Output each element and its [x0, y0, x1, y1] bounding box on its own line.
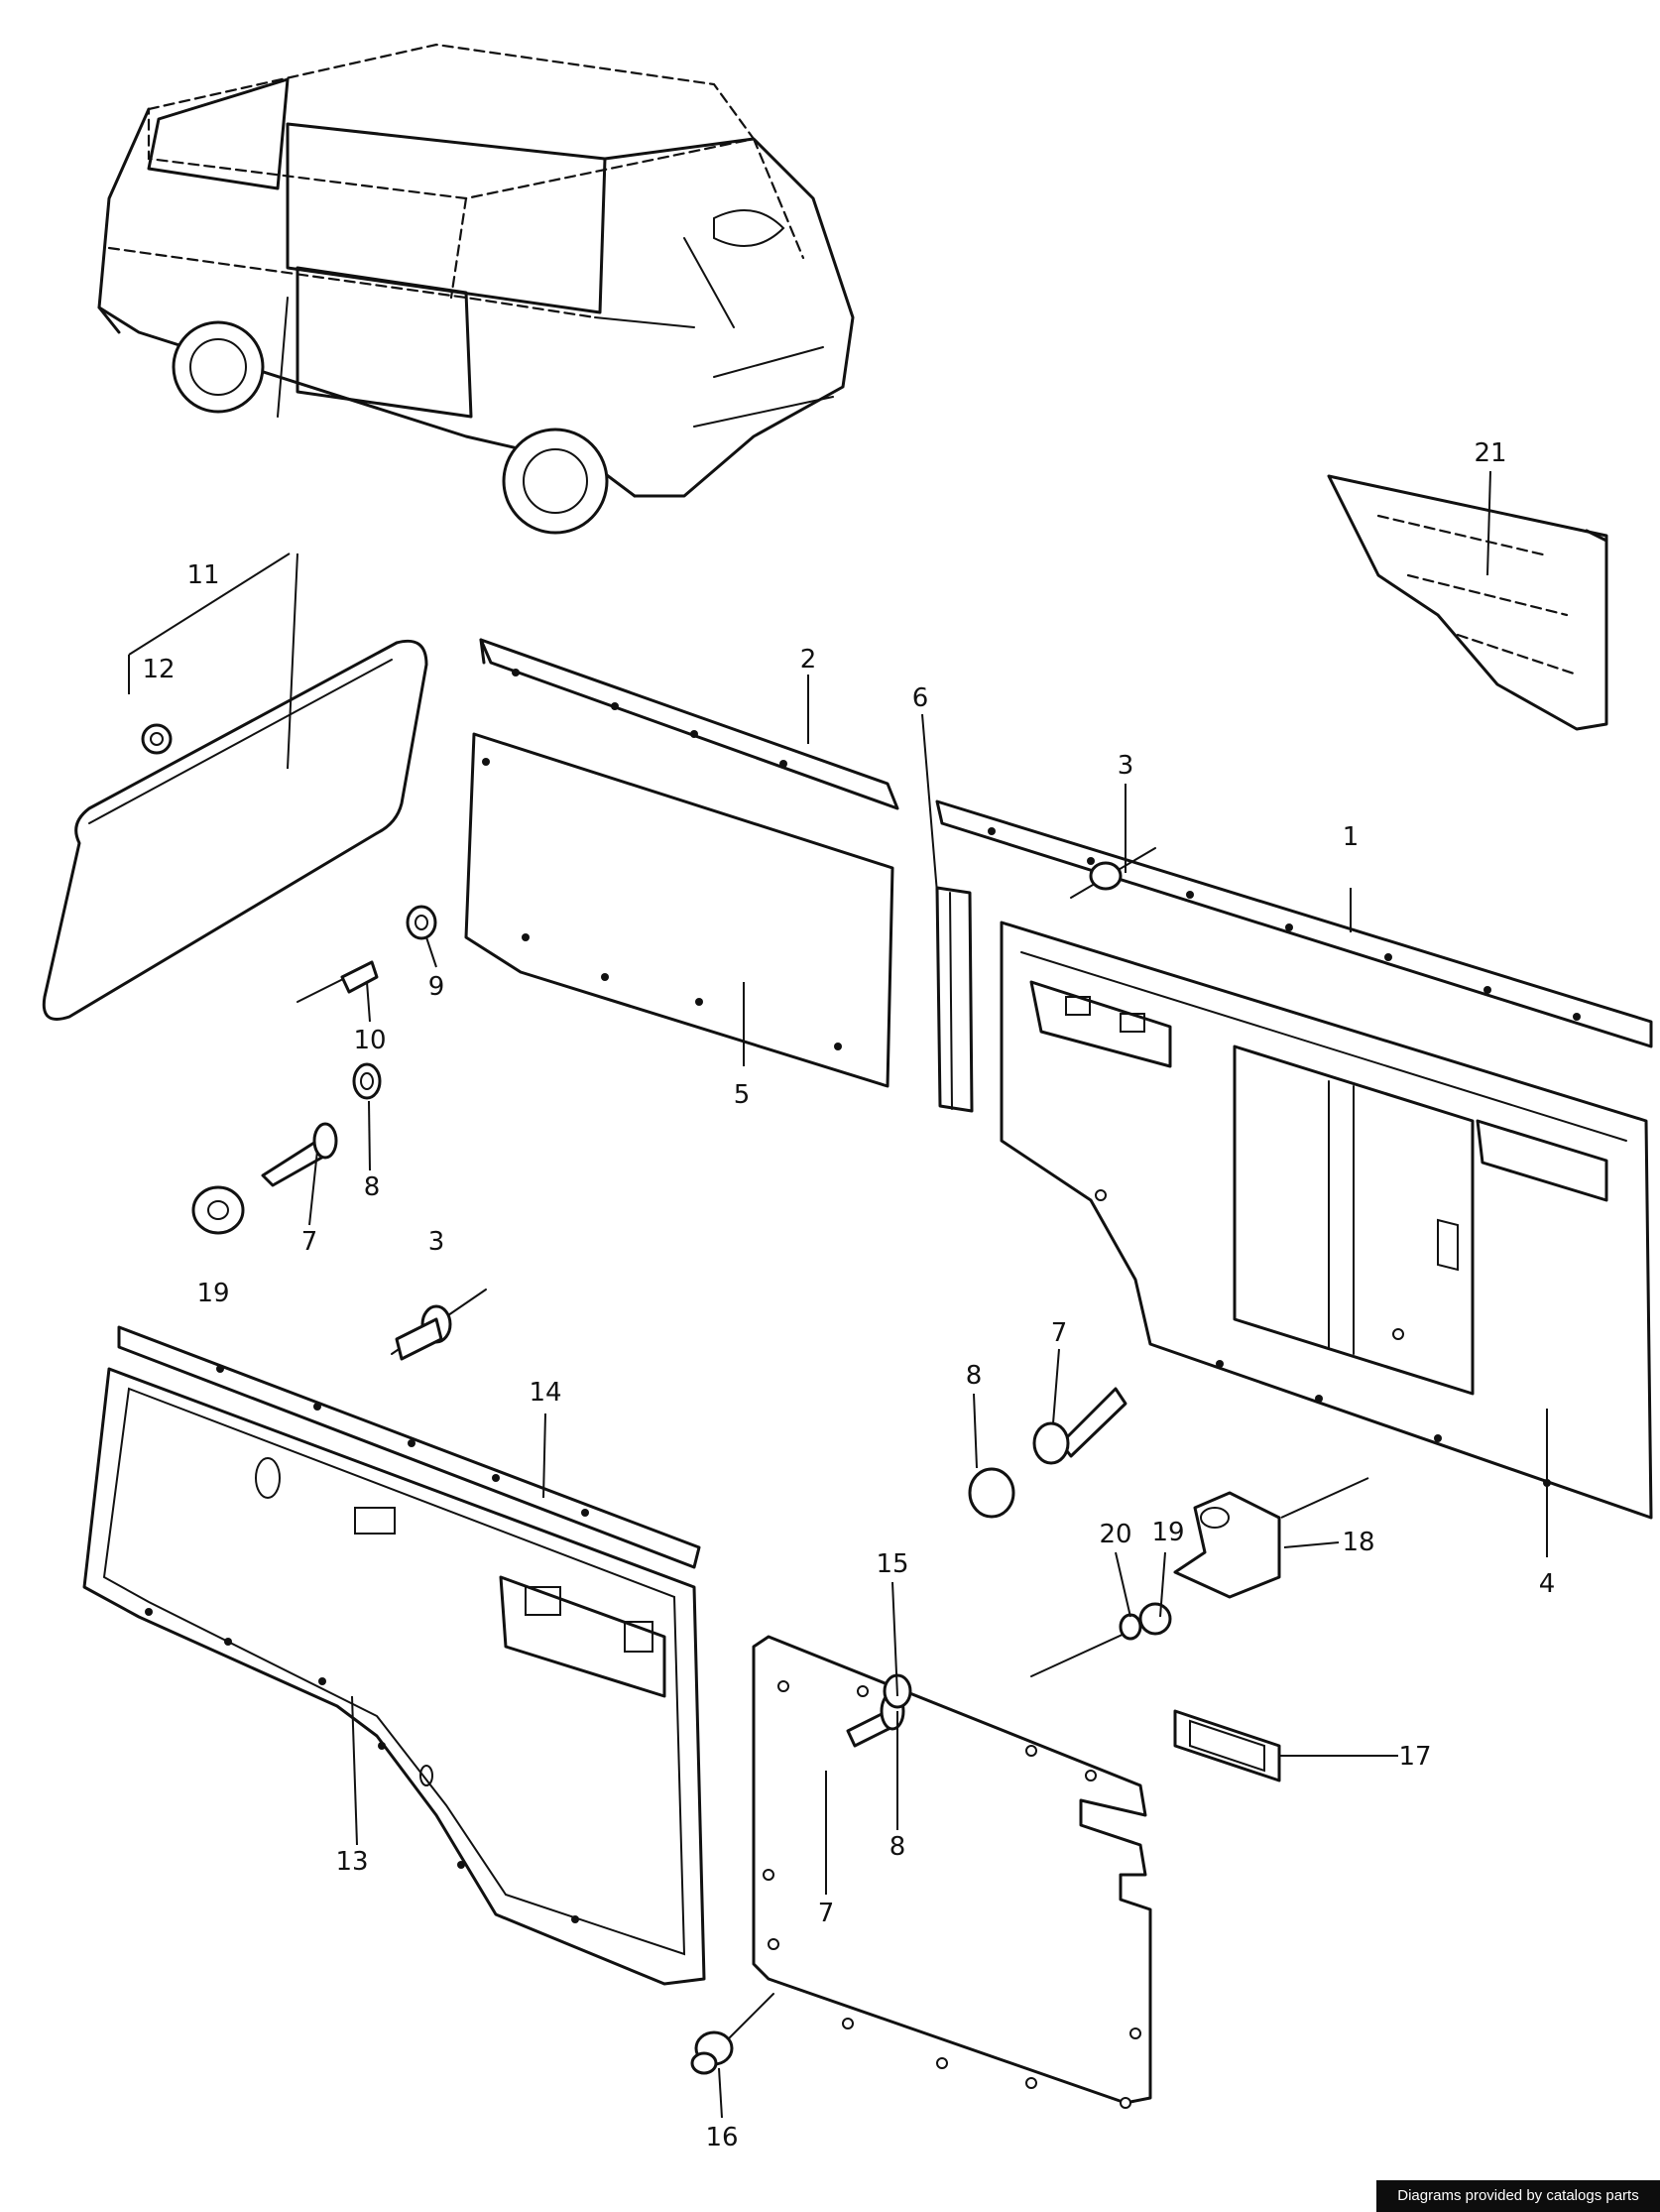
part-2-trim-strip — [479, 638, 899, 810]
callout-10: 10 — [353, 1026, 386, 1055]
part-3-push-rivet-lower — [391, 1289, 487, 1361]
callout-4: 4 — [1539, 1569, 1556, 1599]
callout-18: 18 — [1342, 1528, 1374, 1557]
part-11-window-glass — [42, 639, 428, 1021]
callout-7-right: 7 — [1051, 1318, 1068, 1348]
callout-7-left: 7 — [301, 1227, 318, 1257]
van-illustration — [97, 43, 855, 535]
diagram-credit-footer: Diagrams provided by catalogs parts — [1376, 2180, 1660, 2212]
part-9-10-fastener — [296, 905, 437, 1003]
part-7-8-19-screw-set-left — [191, 1062, 382, 1235]
callout-9: 9 — [428, 972, 445, 1002]
leader-lines — [128, 470, 1548, 2119]
part-6-vertical-strip — [935, 886, 974, 1113]
part-14-trim-strip — [117, 1325, 701, 1569]
callout-17: 17 — [1398, 1742, 1431, 1772]
part-16-clip — [690, 1993, 774, 2075]
callout-13: 13 — [335, 1847, 368, 1877]
part-7-8-screw-set-right — [968, 1387, 1127, 1519]
part-5-panel — [464, 732, 894, 1088]
callout-3-upper: 3 — [1118, 751, 1134, 781]
callout-labels: 1 2 3 3 4 5 6 7 7 7 8 8 8 9 10 11 12 13 … — [142, 438, 1555, 2152]
part-13-door-panel — [82, 1367, 706, 1986]
part-1-long-trim — [935, 799, 1653, 1048]
callout-1: 1 — [1343, 822, 1360, 852]
part-21-insulation-mat — [1327, 474, 1608, 731]
callout-15: 15 — [876, 1549, 908, 1579]
part-3-push-rivet-upper — [1070, 847, 1156, 899]
callout-6: 6 — [912, 683, 929, 713]
callout-21: 21 — [1474, 438, 1506, 468]
callout-11: 11 — [186, 560, 219, 590]
callout-19-left: 19 — [196, 1279, 229, 1308]
callout-2: 2 — [800, 645, 817, 675]
callout-14: 14 — [529, 1378, 561, 1408]
callout-19-right: 19 — [1151, 1518, 1184, 1547]
callout-8-right: 8 — [966, 1361, 983, 1391]
callout-20: 20 — [1099, 1520, 1131, 1549]
callout-8-lower: 8 — [889, 1832, 906, 1862]
callout-16: 16 — [705, 2123, 738, 2152]
callout-7-lower: 7 — [818, 1899, 835, 1928]
part-4-side-panel — [1000, 921, 1653, 1520]
part-15-door-panel — [752, 1635, 1152, 2109]
callout-5: 5 — [734, 1080, 751, 1110]
part-18-19-20-bracket — [1030, 1491, 1281, 1677]
callout-8-left: 8 — [364, 1172, 381, 1202]
callout-3-lower: 3 — [428, 1227, 445, 1257]
part-17-handle-bezel — [1173, 1709, 1281, 1782]
callout-12: 12 — [142, 655, 175, 684]
